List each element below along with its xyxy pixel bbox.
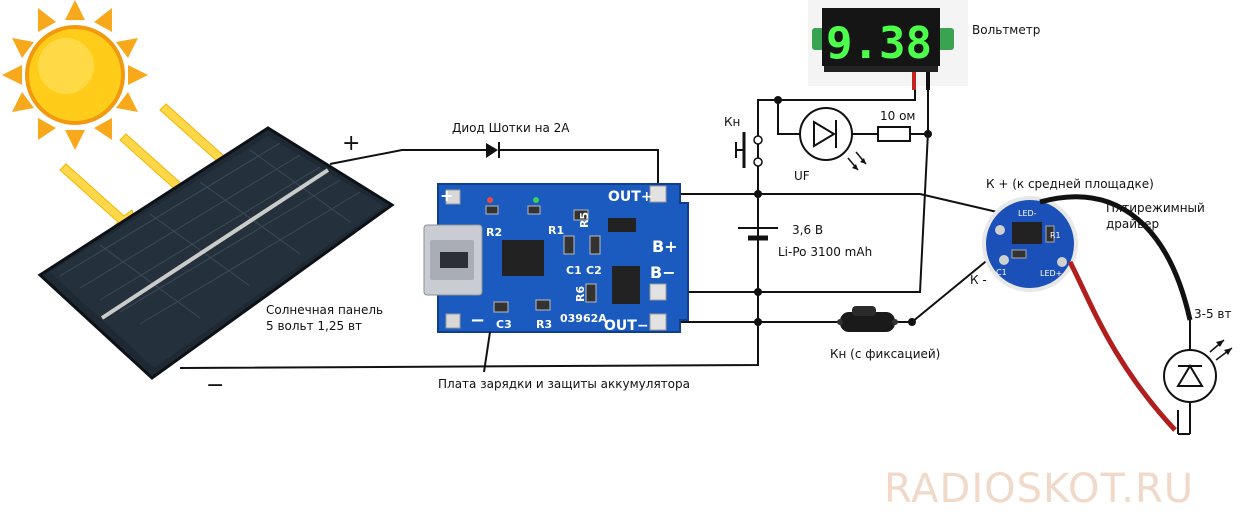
ref-c1: C1 [566,264,582,277]
panel-label-line2: 5 вольт 1,25 вт [266,319,362,333]
driver-led-plus: LED+ [1040,269,1062,278]
resistor-icon [877,126,911,142]
sun-icon [2,0,148,150]
charger-board: + − OUT+ B+ B− OUT− R2 R1 R5 C1 C2 R6 C3… [423,183,689,334]
driver-k-minus-label: К - [970,273,987,287]
pin-b-plus: B+ [652,237,678,256]
charger-board-caption: Плата зарядки и защиты аккумулятора [438,377,690,391]
ref-r3: R3 [536,318,552,331]
indicator-led-label: UF [794,169,810,183]
junction-dots [754,96,932,326]
driver-led-minus: LED- [1018,209,1037,218]
driver-c1: C1 [996,268,1007,277]
board-model: 03962A [560,312,607,325]
ref-r6: R6 [574,286,587,302]
panel-label-line1: Солнечная панель [266,303,383,317]
battery-icon [738,227,778,241]
black-lead [1039,194,1193,321]
panel-minus-label: − [206,373,224,398]
pcb-plus: + [440,186,453,205]
ref-r1: R1 [548,224,564,237]
indicator-led-icon [799,107,867,171]
latch-button-icon [837,306,898,332]
watermark: RADIOSKOT.RU [884,466,1194,512]
ref-c3: C3 [496,318,512,331]
pin-out-plus: OUT+ [608,189,653,205]
latch-button-label: Кн (с фиксацией) [830,347,940,361]
ref-r2: R2 [486,226,502,239]
button-kn-label: Кн [724,115,740,129]
battery-voltage: 3,6 В [792,223,823,237]
pin-out-minus: OUT− [604,318,649,334]
driver-r1: R1 [1050,231,1061,240]
resistor-label: 10 ом [880,109,915,123]
voltmeter-label: Вольтметр [972,23,1040,37]
pcb-minus: − [470,310,485,331]
panel-plus-label: + [342,131,360,156]
pin-b-minus: B− [650,263,676,282]
power-led-icon [1163,320,1233,435]
battery-type: Li-Po 3100 mAh [778,245,872,259]
voltmeter-reading: 9.38 [826,18,932,69]
led-power-label: 3-5 вт [1194,307,1231,321]
push-button-icon [735,132,763,168]
schottky-diode-icon [486,142,500,158]
wires [179,80,1179,434]
driver-k-plus-label: К + (к средней площадке) [986,177,1154,191]
red-lead [1067,260,1177,432]
five-mode-driver: LED- LED+ R1 C1 [982,196,1078,292]
ref-r5: R5 [578,212,591,228]
solar-panel [37,126,395,380]
ref-c2: C2 [586,264,602,277]
schottky-label: Диод Шотки на 2А [452,121,570,135]
voltmeter [808,0,968,90]
